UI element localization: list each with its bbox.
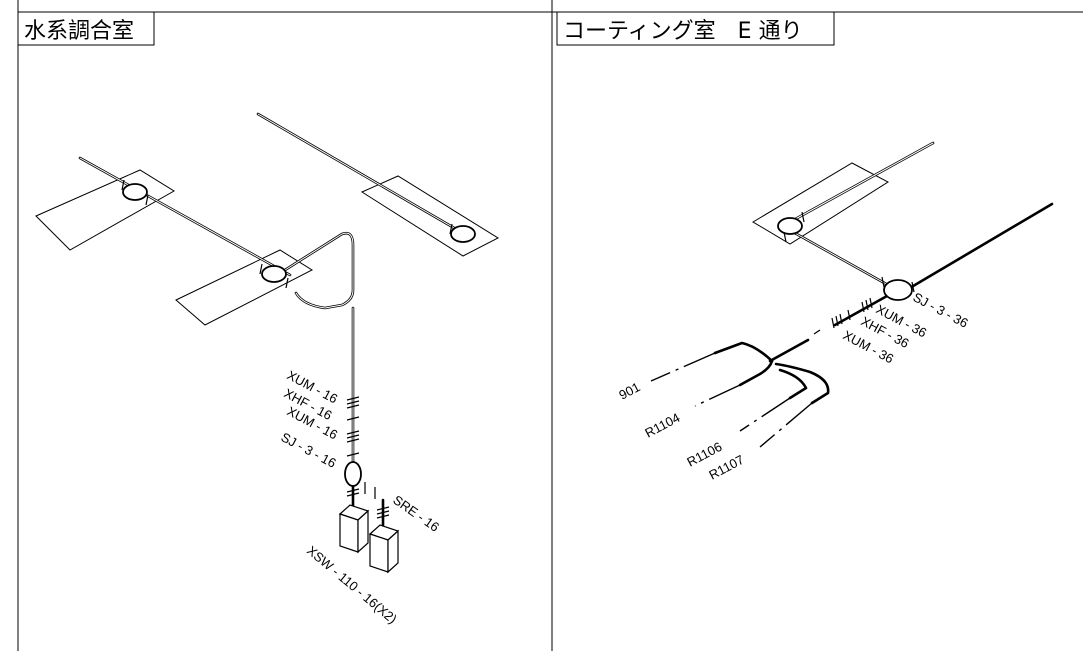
left-title-box [17,11,155,46]
sj-fitting-node [344,461,362,487]
pipe-node-2 [261,265,287,283]
left-tick-marks [121,179,453,519]
right-panel-title: コーティング室 E 通り [563,19,803,44]
pipe-node-4 [777,217,803,235]
pipe-node-1 [122,183,148,201]
right-pipe-network [768,141,1054,363]
xsw-equipment-1 [338,504,370,554]
support-plate-2 [175,249,314,326]
right-panel: コーティング室 E 通り [556,11,1054,483]
xsw-equipment-2 [368,524,400,574]
right-title-box [556,11,835,46]
label-r1104: R1104 [642,410,682,441]
pipe-node-3 [450,225,476,243]
support-plate-1 [35,169,175,251]
right-tick-marks [783,211,915,335]
left-pipe-network [78,112,470,534]
label-sre-16: SRE - 16 [390,492,442,535]
support-plate-3 [360,175,500,257]
sj-fitting-node-right [883,279,913,301]
right-branch-lines [650,341,830,448]
drawing-frame [17,0,1083,651]
support-plate-4 [752,162,889,245]
left-panel-title: 水系調合室 [24,19,134,44]
left-panel: 水系調合室 [17,11,500,627]
label-901: 901 [616,379,642,402]
